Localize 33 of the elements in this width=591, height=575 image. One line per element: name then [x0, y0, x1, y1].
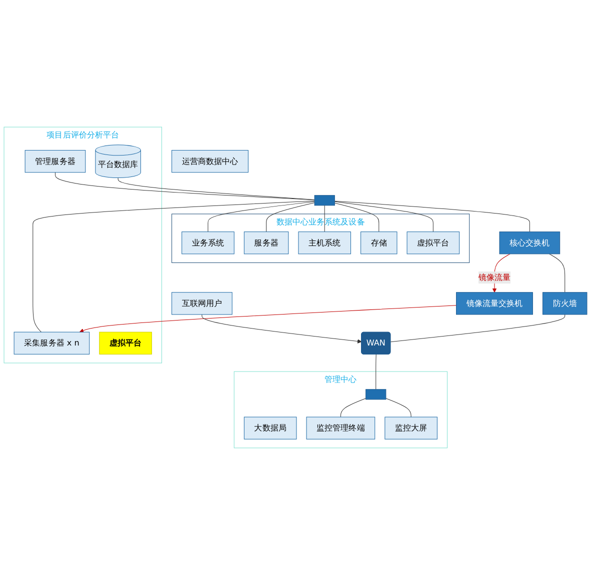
connector: [334, 200, 530, 232]
connector: [118, 178, 315, 200]
connector: [390, 314, 566, 342]
connector: [334, 201, 434, 232]
connector: [32, 200, 315, 332]
connector: [334, 202, 380, 232]
connector: [208, 201, 315, 232]
node-box: 镜像流量交换机: [456, 292, 533, 315]
node-box: 虚拟平台: [99, 332, 152, 354]
node-box: 运营商数据中心: [172, 150, 248, 173]
connector: [54, 172, 315, 200]
node-box: 防火墙: [542, 292, 588, 315]
node-box: 管理服务器: [24, 150, 86, 173]
connector: [340, 398, 366, 418]
arrow: [202, 314, 362, 344]
node-box: 大数据局: [244, 416, 297, 440]
connector: [386, 398, 412, 418]
node-box: 存储: [360, 232, 398, 254]
node-bar: [314, 195, 335, 206]
connector: [549, 254, 566, 293]
node-bar: [366, 389, 386, 400]
edge-label: 镜像流量: [478, 272, 511, 282]
node-box: 服务器: [244, 232, 289, 254]
node-box: 业务系统: [182, 232, 234, 254]
connector: [266, 202, 315, 232]
node-box: 虚拟平台: [406, 232, 460, 254]
node-box: 监控大屏: [384, 416, 438, 440]
node-box: 核心交换机: [499, 232, 560, 254]
arrow: [79, 305, 457, 333]
node-box: 采集服务器 x n: [14, 332, 90, 354]
node-box: 互联网用户: [172, 292, 232, 315]
node-box: 主机系统: [298, 232, 351, 254]
node-box: 监控管理终端: [306, 416, 376, 440]
